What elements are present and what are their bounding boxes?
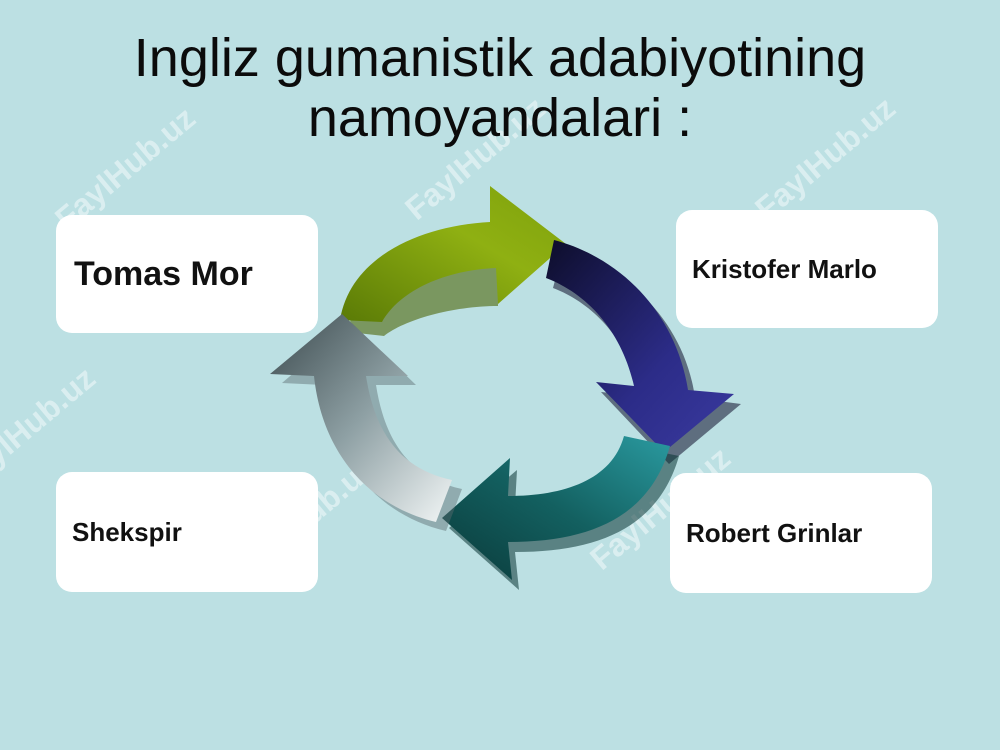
name-label: Kristofer Marlo <box>692 253 877 284</box>
name-label: Robert Grinlar <box>686 517 863 548</box>
cycle-arrow-bottom <box>442 436 679 590</box>
name-box-shekspir: Shekspir <box>56 472 318 592</box>
cycle-arrow-right <box>546 240 741 464</box>
cycle-arrow-left <box>270 314 462 531</box>
slide-title-line-2: namoyandalari : <box>307 88 693 148</box>
slide-title-line-1: Ingliz gumanistik adabiyotining <box>133 28 867 88</box>
name-box-tomas-mor: Tomas Mor <box>56 215 318 333</box>
name-box-kristofer-marlo: Kristofer Marlo <box>676 210 938 328</box>
name-label: Tomas Mor <box>74 254 253 293</box>
cycle-arrow-top <box>340 186 566 336</box>
name-label: Shekspir <box>72 516 182 547</box>
slide-title: Ingliz gumanistik adabiyotining namoyand… <box>0 28 1000 148</box>
name-box-robert-grinlar: Robert Grinlar <box>670 473 932 593</box>
